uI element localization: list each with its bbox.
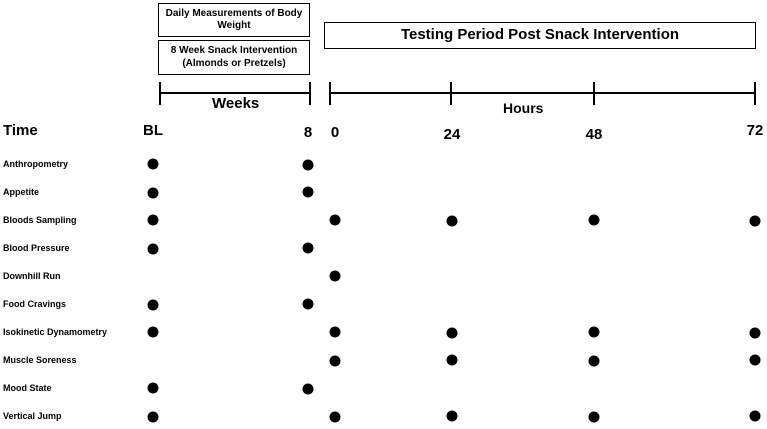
dot-isokinetic-dynamometry-0: [329, 326, 341, 338]
dot-isokinetic-dynamometry-bl: [147, 326, 159, 338]
row-label-isokinetic-dynamometry: Isokinetic Dynamometry: [3, 327, 108, 337]
row-label-mood-state: Mood State: [3, 383, 52, 393]
dot-bloods-sampling-bl: [147, 214, 159, 226]
dot-appetite-bl: [147, 187, 159, 199]
row-label-food-cravings: Food Cravings: [3, 299, 67, 309]
tick-label-72: 72: [746, 122, 764, 139]
dot-vertical-jump-48: [588, 411, 600, 423]
row-label-muscle-soreness: Muscle Soreness: [3, 355, 77, 365]
dot-mood-state-bl: [147, 382, 159, 394]
dot-vertical-jump-72: [749, 410, 761, 422]
dot-muscle-soreness-0: [329, 355, 341, 367]
row-label-bloods-sampling: Bloods Sampling: [3, 215, 77, 225]
dot-vertical-jump-24: [446, 410, 458, 422]
row-label-downhill-run: Downhill Run: [3, 271, 61, 281]
tick-label-8: 8: [303, 124, 313, 141]
dot-blood-pressure-bl: [147, 243, 159, 255]
tick-label-48: 48: [585, 126, 603, 143]
tick-label-bl: BL: [143, 122, 163, 139]
dot-isokinetic-dynamometry-72: [749, 327, 761, 339]
time-label: Time: [3, 122, 38, 139]
dot-muscle-soreness-72: [749, 354, 761, 366]
snack-intervention-text: 8 Week Snack Intervention (Almonds or Pr…: [170, 45, 298, 69]
dot-mood-state-8: [302, 383, 314, 395]
measurement-dots: [147, 158, 761, 423]
dot-bloods-sampling-72: [749, 215, 761, 227]
snack-intervention-box: 8 Week Snack Intervention (Almonds or Pr…: [158, 40, 310, 75]
tick-label-0: 0: [330, 124, 340, 141]
row-label-appetite: Appetite: [3, 187, 39, 197]
dot-food-cravings-bl: [147, 299, 159, 311]
row-label-blood-pressure: Blood Pressure: [3, 243, 70, 253]
dot-muscle-soreness-48: [588, 355, 600, 367]
dot-blood-pressure-8: [302, 242, 314, 254]
dot-downhill-run-0: [329, 270, 341, 282]
dot-food-cravings-8: [302, 298, 314, 310]
dot-bloods-sampling-24: [446, 215, 458, 227]
row-label-anthropometry: Anthropometry: [3, 159, 68, 169]
hours-label: Hours: [503, 100, 544, 116]
row-label-vertical-jump: Vertical Jump: [3, 411, 62, 421]
body-weight-box: Daily Measurements of Body Weight: [158, 3, 310, 37]
dot-vertical-jump-0: [329, 411, 341, 423]
dot-anthropometry-bl: [147, 158, 159, 170]
tick-label-24: 24: [443, 126, 461, 143]
dot-bloods-sampling-0: [329, 214, 341, 226]
dot-isokinetic-dynamometry-24: [446, 327, 458, 339]
weeks-label: Weeks: [212, 95, 260, 112]
dot-bloods-sampling-48: [588, 214, 600, 226]
dot-anthropometry-8: [302, 159, 314, 171]
dot-appetite-8: [302, 186, 314, 198]
testing-period-box: Testing Period Post Snack Intervention: [324, 22, 756, 49]
dot-vertical-jump-bl: [147, 411, 159, 423]
dot-isokinetic-dynamometry-48: [588, 326, 600, 338]
dot-muscle-soreness-24: [446, 354, 458, 366]
hours-axis: [329, 82, 756, 105]
body-weight-text: Daily Measurements of Body Weight: [165, 7, 303, 32]
testing-period-text: Testing Period Post Snack Intervention: [400, 26, 680, 44]
weeks-axis: [159, 82, 311, 105]
